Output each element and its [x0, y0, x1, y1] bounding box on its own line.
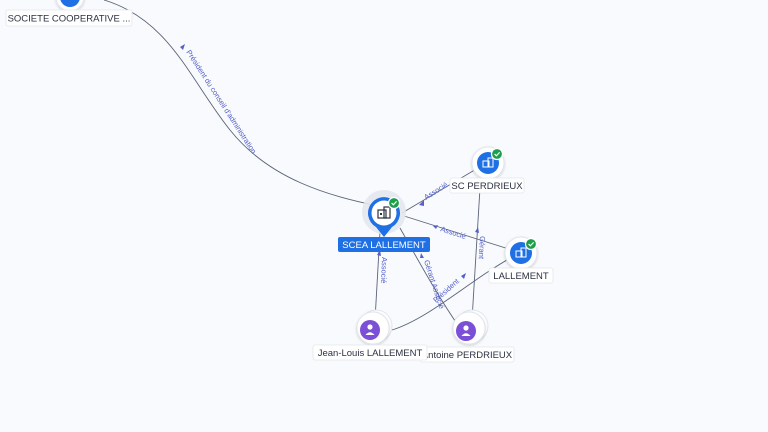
edges: Président du conseil d'administration As… — [103, 0, 515, 331]
node-label: Antoine PERDRIEUX — [422, 350, 513, 361]
building-glyph — [515, 247, 527, 258]
node-label-box — [449, 177, 525, 194]
person-icon — [456, 321, 476, 341]
node-label-box — [312, 344, 428, 361]
node-scea-lallement[interactable]: SCEA LALLEMENT — [338, 190, 430, 252]
node-label: LALLEMENT — [493, 271, 549, 282]
node-label: SC PERDRIEUX — [451, 181, 523, 192]
node-jean-louis-lallement[interactable]: Jean-Louis LALLEMENT — [312, 309, 428, 361]
person-icon — [360, 320, 380, 340]
check-mark — [494, 151, 501, 157]
edge-arrow — [433, 225, 438, 229]
edge-associe-lallement — [403, 215, 513, 251]
check-mark — [528, 241, 535, 247]
person-body — [461, 333, 471, 336]
check-mark — [391, 200, 398, 206]
edge-label-associe-sc: Associé — [422, 180, 449, 202]
building-icon — [60, 0, 80, 7]
check-badge-icon — [524, 237, 538, 251]
person-body — [365, 332, 375, 335]
node-label-box — [5, 9, 133, 27]
node-label-box — [488, 267, 554, 284]
node-antoine-perdrieux[interactable]: Antoine PERDRIEUX — [419, 309, 515, 363]
node-lallement[interactable]: LALLEMENT — [488, 236, 554, 284]
edge-label-gerant: Gérant — [477, 236, 487, 260]
edge-gerant-antoine-sc — [471, 187, 481, 321]
edge-arrow — [419, 200, 424, 206]
edge-president-jl-lallement — [391, 255, 515, 331]
edge-label-associe-jl: Associé — [379, 257, 389, 284]
edge-arrow — [475, 227, 479, 233]
node-sc-perdrieux[interactable]: SC PERDRIEUX — [449, 146, 525, 194]
edge-associe-sc-perdrieux — [401, 167, 479, 214]
edge-label-associe-lallement: Associé — [439, 224, 467, 241]
node-label-box — [338, 237, 430, 252]
edge-arrow — [420, 253, 424, 258]
check-badge-icon — [387, 196, 401, 210]
person-head — [463, 325, 469, 331]
node-societe-cooperative[interactable]: SOCIETE COOPERATIVE ... — [5, 0, 133, 27]
edge-label-president-conseil: Président du conseil d'administration — [184, 48, 258, 155]
check-badge-icon — [490, 147, 504, 161]
node-label: SCEA LALLEMENT — [342, 240, 426, 251]
building-glyph — [482, 157, 494, 168]
building-icon — [377, 206, 391, 219]
edge-president-conseil — [103, 0, 379, 207]
edge-arrow — [461, 273, 466, 279]
edge-arrow — [180, 44, 185, 50]
node-label: Jean-Louis LALLEMENT — [318, 348, 423, 359]
person-head — [367, 324, 373, 330]
node-label: SOCIETE COOPERATIVE ... — [8, 14, 131, 25]
